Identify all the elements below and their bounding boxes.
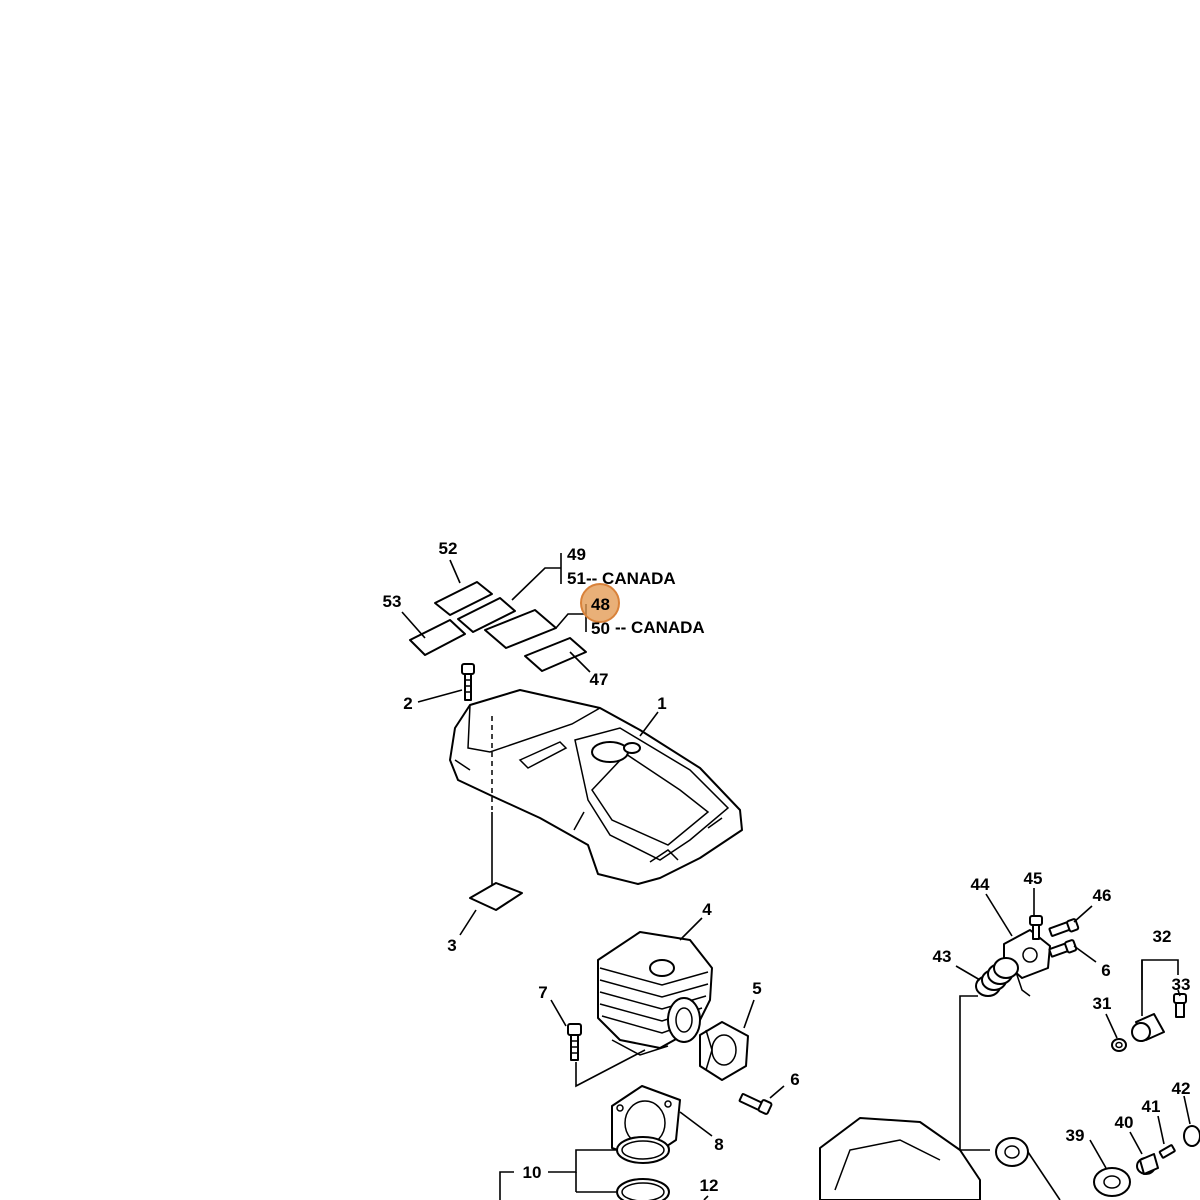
callout-labels: 52 49 51 -- CANADA 53 48 50 -- CANADA 47… xyxy=(383,539,1191,1195)
cylinder-leaders xyxy=(499,917,785,1200)
screw-2[interactable] xyxy=(461,663,475,701)
callout-32: 32 xyxy=(1153,927,1172,946)
callout-4: 4 xyxy=(702,900,712,919)
screw-33[interactable] xyxy=(1173,993,1187,1018)
shroud-leaders xyxy=(417,689,659,936)
seal-39[interactable] xyxy=(995,1137,1131,1197)
decal-49-51[interactable] xyxy=(457,597,516,633)
shroud-assembly xyxy=(449,663,743,911)
callout-8: 8 xyxy=(714,1135,723,1154)
shroud-1[interactable] xyxy=(449,689,743,885)
spring-43[interactable] xyxy=(975,957,1019,997)
callout-48: 48 xyxy=(591,595,610,614)
decal-52[interactable] xyxy=(434,581,493,616)
callout-50: 50 xyxy=(591,619,610,638)
flange-5[interactable] xyxy=(699,1021,749,1081)
callout-10: 10 xyxy=(523,1163,542,1182)
callout-44: 44 xyxy=(971,875,990,894)
cylinder-assembly xyxy=(567,931,773,1200)
callout-51-canada: -- CANADA xyxy=(586,569,676,588)
callout-6b: 6 xyxy=(1101,961,1110,980)
callout-47: 47 xyxy=(590,670,609,689)
callout-50-canada: -- CANADA xyxy=(615,618,705,637)
screw-6a[interactable] xyxy=(738,1093,773,1115)
callout-49: 49 xyxy=(567,545,586,564)
crankcase[interactable] xyxy=(819,1117,981,1200)
callout-31: 31 xyxy=(1093,994,1112,1013)
callout-51: 51 xyxy=(567,569,586,588)
piston-ring-10[interactable] xyxy=(616,1136,670,1200)
sleeve-40[interactable] xyxy=(1136,1153,1159,1175)
callout-42: 42 xyxy=(1172,1079,1191,1098)
seal-42[interactable] xyxy=(1183,1125,1200,1147)
decal-group xyxy=(409,581,587,672)
callout-7: 7 xyxy=(538,983,547,1002)
right-leaders xyxy=(955,888,1191,1200)
decal-47[interactable] xyxy=(524,637,587,672)
screw-45[interactable] xyxy=(1029,915,1043,940)
callout-41: 41 xyxy=(1142,1097,1161,1116)
screw-46[interactable] xyxy=(1048,918,1080,937)
screw-7[interactable] xyxy=(567,1023,646,1088)
callout-1: 1 xyxy=(657,694,666,713)
callout-39: 39 xyxy=(1066,1126,1085,1145)
callout-12: 12 xyxy=(700,1176,719,1195)
gasket-3[interactable] xyxy=(469,812,523,911)
screw-41[interactable] xyxy=(1158,1144,1176,1159)
highlight-marker[interactable] xyxy=(580,583,620,623)
callout-3: 3 xyxy=(447,936,456,955)
callout-53: 53 xyxy=(383,592,402,611)
right-parts xyxy=(819,915,1200,1200)
callout-52: 52 xyxy=(439,539,458,558)
cylinder-4[interactable] xyxy=(597,931,713,1056)
sleeve-32[interactable] xyxy=(1131,1013,1165,1042)
decal-53[interactable] xyxy=(409,619,466,656)
callout-45: 45 xyxy=(1024,869,1043,888)
part-12[interactable] xyxy=(703,1195,709,1200)
washer-31[interactable] xyxy=(1111,1038,1127,1052)
callout-40: 40 xyxy=(1115,1113,1134,1132)
callout-46: 46 xyxy=(1093,886,1112,905)
callout-5: 5 xyxy=(752,979,761,998)
callout-6a: 6 xyxy=(790,1070,799,1089)
callout-33: 33 xyxy=(1172,975,1191,994)
callout-43: 43 xyxy=(933,947,952,966)
screw-6b[interactable] xyxy=(1048,939,1078,958)
callout-2: 2 xyxy=(403,694,412,713)
